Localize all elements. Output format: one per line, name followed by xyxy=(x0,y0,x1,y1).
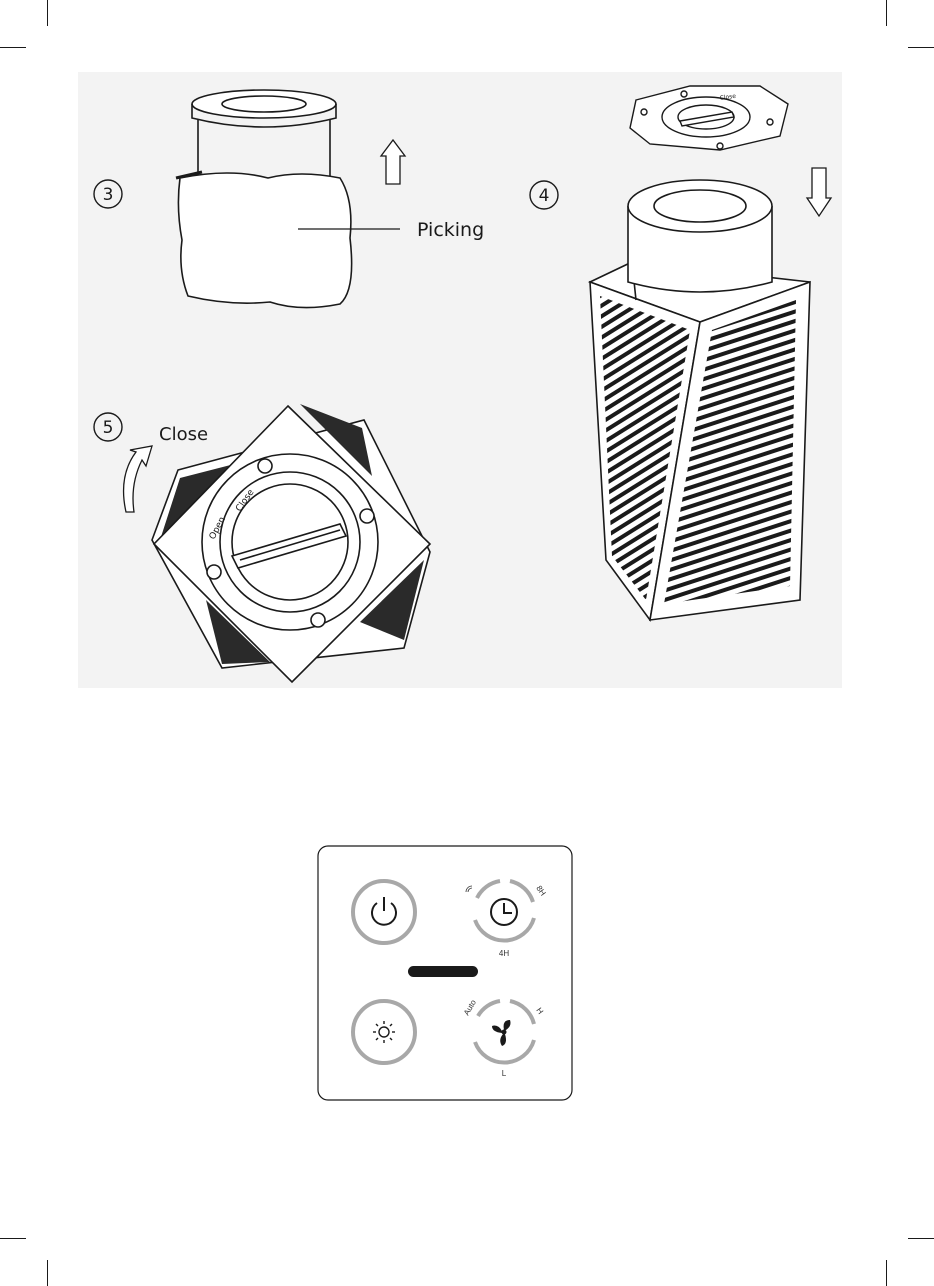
arrow-up-icon xyxy=(381,140,405,184)
filter-inserting xyxy=(628,180,772,292)
rotate-arrow-icon xyxy=(124,446,152,512)
step-3-illustration: 3 Picking xyxy=(94,90,484,308)
purifier-body xyxy=(590,262,810,620)
light-button[interactable] xyxy=(353,1001,415,1063)
close-label: Close xyxy=(159,424,208,445)
step-5-illustration: 5 Close Open Close xyxy=(94,404,430,682)
pre-filter-cloth xyxy=(178,173,351,308)
picking-label: Picking xyxy=(417,219,484,241)
step-5-number: 5 xyxy=(103,418,114,438)
arrow-down-icon xyxy=(807,168,831,216)
step-4-number: 4 xyxy=(539,186,550,206)
fan-speed-button[interactable] xyxy=(473,1001,535,1063)
air-quality-indicator-bar xyxy=(408,966,478,977)
control-panel: 8H 4H xyxy=(318,846,572,1100)
filter-cylinder xyxy=(192,90,336,186)
step-4-illustration: 4 Close xyxy=(530,86,831,620)
step-3-number: 3 xyxy=(103,185,114,205)
top-lid xyxy=(630,86,788,150)
fan-low-label: L xyxy=(502,1069,507,1078)
timer-4h-label: 4H xyxy=(499,949,509,958)
purifier-top-view xyxy=(152,404,430,682)
power-button[interactable] xyxy=(353,881,415,943)
